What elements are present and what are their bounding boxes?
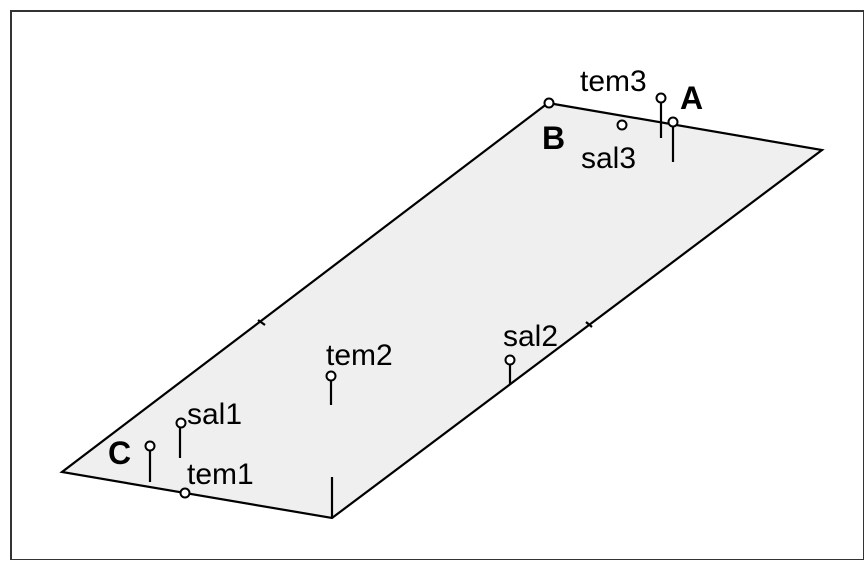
sensor-label-sal1: sal1: [187, 398, 242, 431]
sensor-tem2-marker: [325, 370, 337, 382]
corner-label-b: B: [542, 120, 565, 156]
corner-label-c: C: [108, 435, 131, 471]
corner-b-marker: [543, 97, 555, 109]
edge-tick: [257, 319, 266, 326]
sensor-label-tem1: tem1: [187, 458, 254, 491]
sensor-sal1-marker: [175, 417, 187, 429]
sensor-label-sal2: sal2: [503, 320, 558, 353]
corner-label-a: A: [680, 80, 703, 116]
sensor-tem1-marker: [179, 487, 191, 499]
sensor-label-tem3: tem3: [580, 65, 647, 98]
sensor-label-tem2: tem2: [326, 339, 393, 372]
sensor-label-sal3: sal3: [581, 142, 636, 175]
sensor-c-marker: [144, 440, 156, 452]
sensor-sal3-marker: [616, 119, 628, 131]
edge-tick-2: [585, 321, 593, 328]
plane: [59, 101, 825, 520]
sensor-tem3-marker: [655, 92, 667, 104]
sensor-sal2-marker: [504, 354, 516, 366]
sensor-a-marker: [667, 116, 679, 128]
